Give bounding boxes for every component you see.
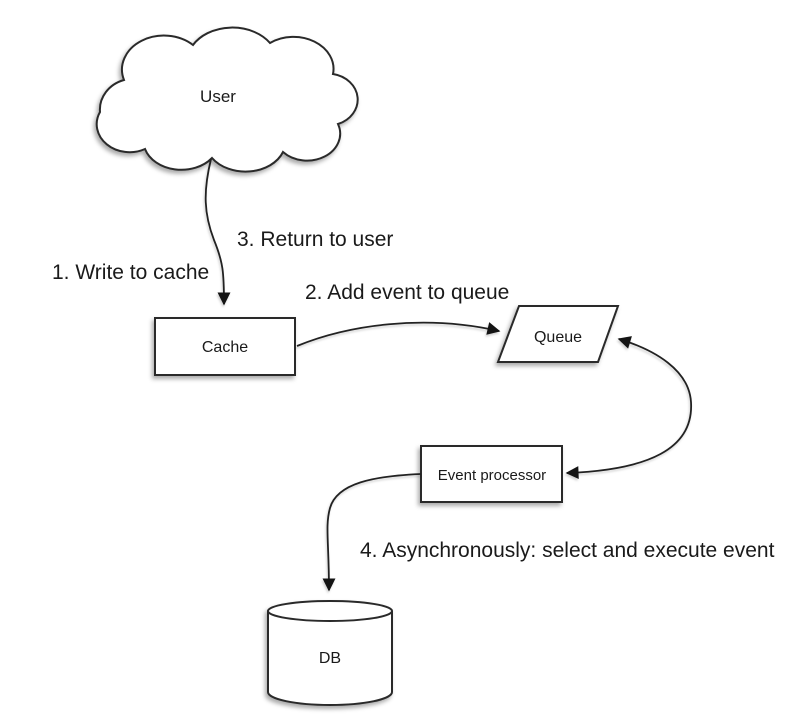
cache-node: Cache [154, 317, 296, 376]
db-node: DB [267, 600, 393, 706]
step2-label: 2. Add event to queue [305, 281, 509, 304]
db-cylinder-body [267, 611, 393, 706]
step4-label: 4. Asynchronously: select and execute ev… [360, 539, 775, 562]
cache-node-label: Cache [202, 339, 248, 356]
arrow-cache-to-queue [296, 321, 501, 347]
event-processor-node-label: Event processor [438, 467, 546, 484]
event-processor-shape [420, 445, 563, 503]
arrow-user-to-cache [204, 158, 231, 306]
step3-label: 3. Return to user [237, 228, 393, 251]
queue-node: Queue [496, 305, 620, 363]
arrow-event-processor-to-db [322, 473, 422, 592]
arrow-queue-event-processor [565, 336, 692, 480]
db-node-label: DB [319, 650, 341, 667]
event-processor-node: Event processor [420, 445, 563, 503]
db-cylinder-top [267, 600, 393, 622]
cloud-shape [95, 26, 359, 173]
user-node-label: User [200, 87, 236, 106]
cache-shape [154, 317, 296, 376]
queue-node-label: Queue [534, 329, 582, 346]
step1-label: 1. Write to cache [52, 261, 209, 284]
user-node: User [95, 26, 359, 173]
